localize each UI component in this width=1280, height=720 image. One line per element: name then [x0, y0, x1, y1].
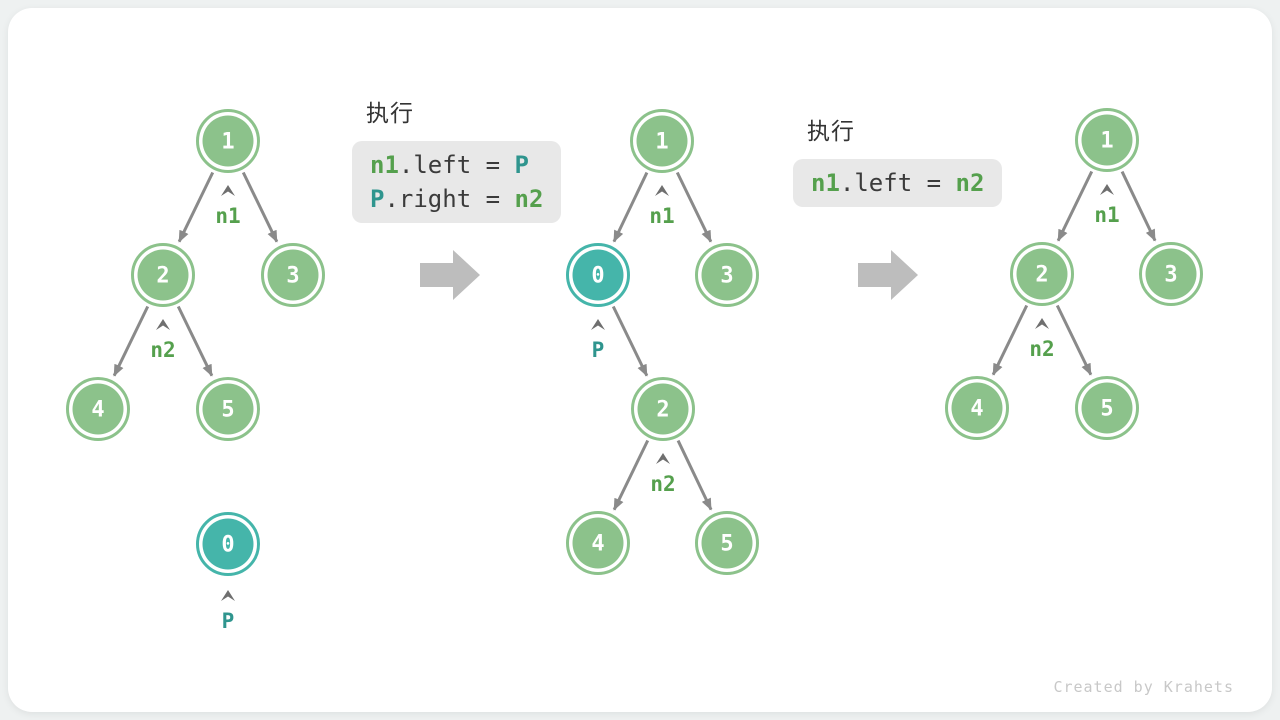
tree-node [572, 517, 624, 569]
tree-node-value: 1 [655, 130, 668, 155]
step-1-title: 执行 [366, 100, 414, 126]
tree-node-value: 0 [591, 264, 604, 289]
tree-edge [1056, 170, 1094, 242]
tree-node-value: 3 [1164, 263, 1177, 288]
code-token: .left = [398, 151, 515, 179]
tree-before-insert: 1 2 3 4 5 0 n1 n2P [66, 109, 325, 633]
tree-edge [241, 171, 279, 243]
tree-node [636, 115, 688, 167]
pointer-caret-icon [1100, 184, 1114, 195]
tree-node [202, 383, 254, 435]
tree-node-value: 2 [1035, 263, 1048, 288]
pointer-label: n2 [1029, 337, 1054, 361]
tree-node-value: 5 [221, 398, 234, 423]
watermark: Created by Krahets [1053, 678, 1234, 696]
tree-edge [676, 439, 713, 511]
pointer-caret-icon [156, 319, 170, 330]
code-line: n1.left = n2 [811, 166, 984, 200]
tree-node-value: 2 [656, 398, 669, 423]
pointer-caret-icon [655, 185, 669, 196]
pointer-caret-icon [221, 185, 235, 196]
tree-node [701, 517, 753, 569]
tree-node [1016, 248, 1068, 300]
code-token: .right = [384, 185, 515, 213]
pointer-label: n1 [1094, 203, 1119, 227]
code-token: n2 [514, 185, 544, 213]
step-2-arrow-icon [858, 250, 918, 300]
tree-edge [991, 304, 1029, 376]
tree-edge [612, 171, 649, 243]
step-1-code-block: n1.left = P P.right = n2 [352, 141, 562, 223]
tree-edge [1120, 170, 1157, 242]
tree-node-value: 0 [221, 533, 234, 558]
step-2-title: 执行 [807, 118, 855, 144]
pointer-caret-icon [591, 319, 605, 330]
code-line: n1.left = P [370, 148, 543, 182]
step-1: 执行 n1.left = P P.right = n2 [352, 94, 562, 223]
code-token: P [370, 185, 385, 213]
code-token: P [514, 151, 529, 179]
tree-node-value: 4 [970, 397, 983, 422]
tree-node-value: 1 [1100, 129, 1113, 154]
tree-node-value: 4 [91, 398, 104, 423]
code-token: .left = [839, 169, 956, 197]
tree-edge [112, 305, 150, 377]
tree-node [72, 383, 124, 435]
tree-node [1081, 114, 1133, 166]
tree-node-value: 5 [1100, 397, 1113, 422]
step-2: 执行 n1.left = n2 [793, 112, 1003, 207]
tree-edge [1055, 304, 1093, 376]
tree-node [637, 383, 689, 435]
pointer-label: n1 [215, 204, 240, 228]
tree-edge [176, 305, 214, 377]
pointer-caret-icon [221, 590, 235, 601]
tree-edge [612, 439, 650, 511]
tree-node [572, 249, 624, 301]
tree-node [1145, 248, 1197, 300]
tree-node [1081, 382, 1133, 434]
pointer-label: n1 [649, 204, 674, 228]
pointer-caret-icon [1035, 318, 1049, 329]
pointer-label: n2 [150, 338, 175, 362]
tree-after-remove: 1 2 3 4 5 n1 n2 [945, 108, 1203, 440]
tree-node [137, 249, 189, 301]
code-token: n1 [811, 169, 840, 197]
tree-node-value: 5 [720, 532, 733, 557]
step-2-code-block: n1.left = n2 [793, 159, 1003, 207]
tree-node-value: 2 [156, 264, 169, 289]
tree-node [267, 249, 319, 301]
step-1-arrow-icon [420, 250, 480, 300]
tree-node-value: 3 [286, 264, 299, 289]
code-token: n1 [370, 151, 399, 179]
tree-node-value: 4 [591, 532, 604, 557]
tree-edge [177, 171, 215, 243]
pointer-label: n2 [650, 472, 675, 496]
pointer-label: P [222, 609, 235, 633]
tree-node [701, 249, 753, 301]
pointer-caret-icon [656, 453, 670, 464]
code-line: P.right = n2 [370, 182, 543, 216]
tree-edge [611, 305, 649, 377]
tree-node-value: 3 [720, 264, 733, 289]
code-token: n2 [955, 169, 985, 197]
tree-edge [675, 171, 713, 243]
tree-node [951, 382, 1003, 434]
pointer-label: P [592, 338, 605, 362]
tree-node [202, 518, 254, 570]
tree-node [202, 115, 254, 167]
tree-node-value: 1 [221, 130, 234, 155]
